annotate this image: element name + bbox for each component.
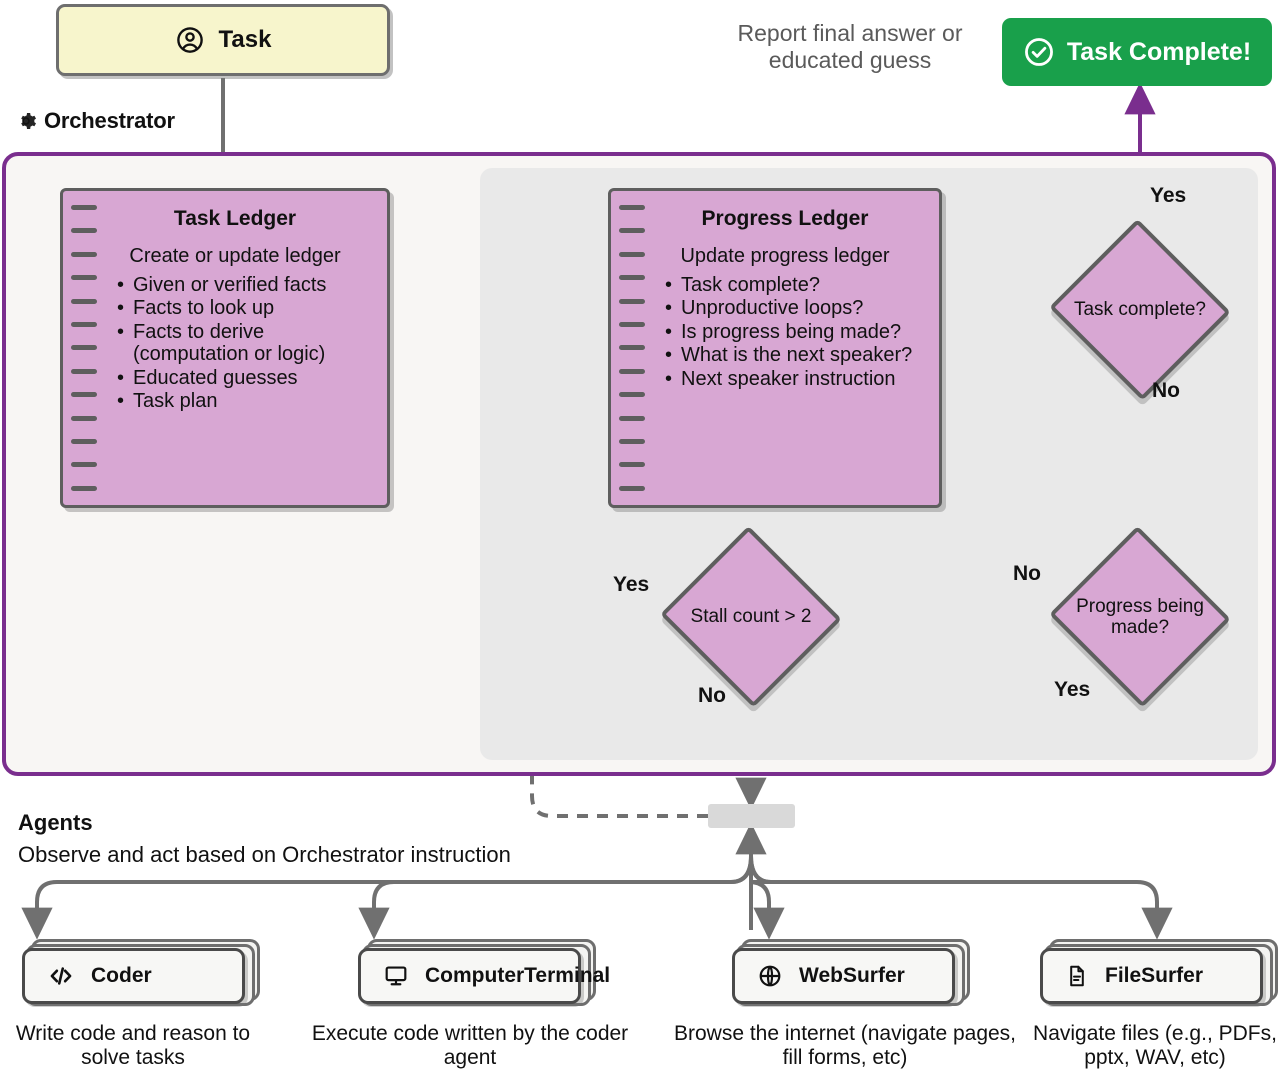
agent-description-computerterminal: Execute code written by the coder agent	[311, 1022, 629, 1070]
decision-stall-count[interactable]: Stall count > 2	[659, 525, 843, 709]
agent-name: WebSurfer	[799, 964, 905, 987]
edge-label-taskcomplete-yes: Yes	[1150, 184, 1187, 207]
list-item: Task plan	[117, 390, 373, 413]
list-item: Is progress being made?	[665, 321, 925, 344]
edge-label-progressmade-no: No	[1013, 562, 1041, 585]
agent-description-filesurfer: Navigate files (e.g., PDFs, pptx, WAV, e…	[1033, 1022, 1277, 1070]
progress-ledger-list: Task complete? Unproductive loops? Is pr…	[645, 274, 925, 390]
task-ledger-title: Task Ledger	[173, 207, 297, 230]
task-input-box[interactable]: Task	[56, 4, 390, 76]
agent-name: ComputerTerminal	[425, 964, 611, 987]
orchestrator-label-text: Orchestrator	[44, 108, 175, 133]
list-item: Next speaker instruction	[665, 368, 925, 391]
decision-task-complete[interactable]: Task complete?	[1048, 218, 1232, 402]
list-item: Unproductive loops?	[665, 297, 925, 320]
user-circle-icon	[175, 25, 205, 55]
task-ledger-list: Given or verified facts Facts to look up…	[97, 274, 373, 413]
report-final-answer-note: Report final answer or educated guess	[737, 20, 963, 73]
decision-progress-made-label: Progress being made?	[1076, 595, 1204, 638]
monitor-icon	[383, 963, 409, 989]
progress-ledger-title: Progress Ledger	[701, 207, 869, 230]
edge-label-stall-no: No	[698, 684, 726, 707]
progress-ledger-subtitle: Update progress ledger	[680, 245, 890, 267]
task-complete-badge[interactable]: Task Complete!	[1002, 18, 1272, 86]
list-item: Task complete?	[665, 274, 925, 297]
card-front[interactable]: ComputerTerminal	[358, 948, 610, 1004]
gear-icon	[14, 109, 38, 133]
list-item: Facts to derive (computation or logic)	[117, 321, 373, 366]
agent-name: Coder	[91, 964, 152, 987]
edge-bus-to-websurfer	[748, 855, 785, 940]
task-ledger-subtitle: Create or update ledger	[129, 245, 341, 267]
agent-name: FileSurfer	[1105, 964, 1204, 987]
decision-stall-count-label: Stall count > 2	[690, 606, 812, 628]
globe-icon	[757, 963, 783, 989]
agent-card-websurfer[interactable]: WebSurfer	[732, 939, 970, 1006]
spiral-binding-icon	[71, 205, 97, 491]
task-ledger-card[interactable]: Task Ledger Create or update ledger Give…	[60, 188, 390, 508]
document-icon	[1065, 963, 1089, 989]
card-front[interactable]: Coder	[22, 948, 245, 1004]
edge-label-taskcomplete-no: No	[1152, 379, 1180, 402]
agents-section-subtitle: Observe and act based on Orchestrator in…	[18, 842, 511, 867]
edge-label-progressmade-yes: Yes	[1054, 678, 1091, 701]
list-item: Facts to look up	[117, 297, 373, 320]
list-item: Given or verified facts	[117, 274, 373, 297]
agent-description-coder: Write code and reason to solve tasks	[15, 1022, 251, 1070]
spiral-binding-icon	[619, 205, 645, 491]
list-item: What is the next speaker?	[665, 344, 925, 367]
check-circle-icon	[1023, 36, 1055, 68]
edge-label-stall-yes: Yes	[613, 573, 650, 596]
agent-card-coder[interactable]: Coder	[22, 939, 260, 1006]
agent-description-websurfer: Browse the internet (navigate pages, fil…	[673, 1022, 1017, 1070]
card-front[interactable]: FileSurfer	[1040, 948, 1263, 1004]
list-item: Educated guesses	[117, 367, 373, 390]
agent-card-filesurfer[interactable]: FileSurfer	[1040, 939, 1278, 1006]
orchestrator-label: Orchestrator	[14, 108, 175, 134]
progress-ledger-card[interactable]: Progress Ledger Update progress ledger T…	[608, 188, 942, 508]
agents-section-title: Agents	[18, 810, 93, 835]
decision-task-complete-label: Task complete?	[1073, 299, 1206, 321]
decision-progress-being-made[interactable]: Progress being made?	[1048, 525, 1232, 709]
code-icon	[47, 963, 75, 989]
task-input-label: Task	[218, 26, 272, 53]
agent-card-computerterminal[interactable]: ComputerTerminal	[358, 939, 610, 1006]
card-front[interactable]: WebSurfer	[732, 948, 955, 1004]
edge-bus-to-filesurfer	[749, 855, 1173, 940]
agent-instruction-hub	[708, 804, 795, 828]
task-complete-label: Task Complete!	[1066, 37, 1252, 66]
